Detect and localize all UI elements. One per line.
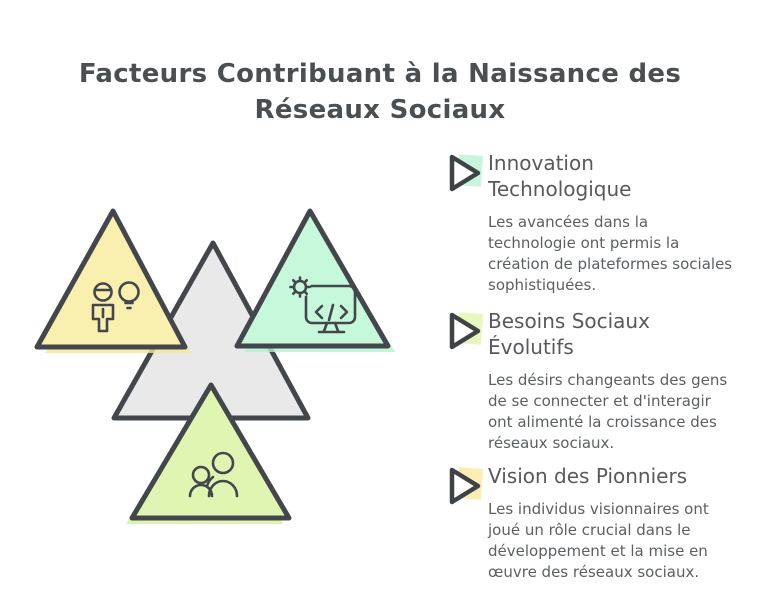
page-title: Facteurs Contribuant à la Naissance des …: [78, 59, 682, 125]
innovation-triangle: [234, 208, 395, 352]
section-body: Les désirs changeants des gens de se con…: [488, 371, 728, 452]
section-heading: Innovation Technologique: [488, 151, 632, 201]
section-body: Les avancées dans la technologie ont per…: [488, 213, 733, 294]
section-body: Les individus visionnaires ont joué un r…: [488, 500, 709, 581]
triangle-bullet-icon: [449, 312, 484, 350]
section-heading: Vision des Pionniers: [488, 464, 688, 488]
social-triangle: [126, 382, 292, 524]
pyramid-illustration: [34, 208, 395, 524]
triangle-bullet-icon: [449, 467, 484, 505]
triangle-bullet-icon: [449, 154, 484, 192]
section-besoins: Besoins Sociaux Évolutifs Les désirs cha…: [445, 308, 745, 454]
person-lightbulb-icon: [91, 281, 140, 333]
section-heading: Besoins Sociaux Évolutifs: [488, 309, 650, 359]
people-group-icon: [188, 451, 239, 498]
vision-triangle: [34, 208, 191, 353]
section-vision: Vision des Pionniers Les individus visio…: [445, 463, 745, 583]
monitor-code-gear-icon: [289, 276, 357, 334]
section-innovation: Innovation Technologique Les avancées da…: [445, 150, 745, 296]
